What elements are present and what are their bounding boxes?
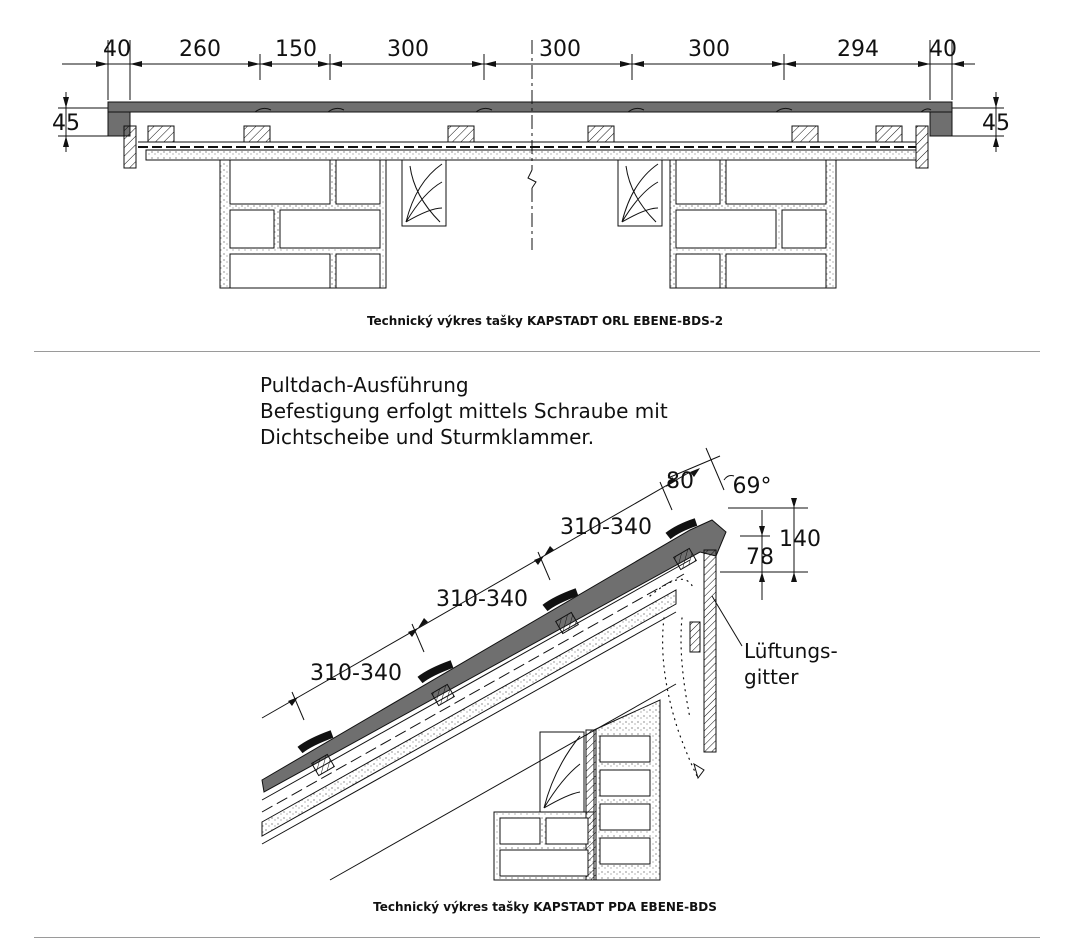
note-line-2: Befestigung erfolgt mittels Schraube mit: [260, 399, 668, 423]
dim-left-label: 45: [52, 111, 80, 136]
roof-tiles: [261, 518, 727, 793]
vent-leader-line: [711, 595, 743, 647]
angle-arc-icon: [723, 475, 735, 481]
dim-spacing-label-3: 310-340: [560, 515, 652, 540]
figure1-drawing: 40 260 150 300 300 300 294 40 45 45: [52, 37, 1010, 289]
dim-label: 300: [539, 37, 581, 62]
figure1-caption: Technický výkres tašky KAPSTADT ORL EBEN…: [366, 314, 724, 328]
note-line-3: Dichtscheibe und Sturmklammer.: [260, 425, 594, 449]
figure2-drawing: Pultdach-Ausführung Befestigung erfolgt …: [260, 373, 838, 881]
dimension-left-45: [58, 92, 108, 152]
dimension-140-78: [720, 498, 808, 600]
dim-78-label: 78: [746, 545, 774, 570]
dim-label: 300: [688, 37, 730, 62]
dim-140-label: 140: [779, 527, 821, 552]
tile-layer: [107, 101, 953, 137]
membrane-layers: [138, 141, 917, 161]
divider: [34, 351, 1040, 352]
dim-label: 150: [275, 37, 317, 62]
dim-label: 294: [837, 37, 879, 62]
airflow-arrow-icon: [693, 762, 705, 780]
dim-label: 300: [387, 37, 429, 62]
masonry-left: [219, 159, 387, 289]
masonry-right: [669, 159, 837, 289]
roof-battens: [311, 547, 697, 777]
dim-spacing-label-1: 310-340: [310, 661, 402, 686]
dim-label: 260: [179, 37, 221, 62]
rafters: [401, 159, 663, 227]
dimension-80: [667, 447, 725, 491]
dim-right-label: 45: [982, 111, 1010, 136]
eaves-masonry: [493, 699, 661, 881]
vent-label-line-2: gitter: [744, 665, 799, 689]
angle-label: 69°: [733, 474, 772, 499]
vent-label-line-1: Lüftungs-: [744, 639, 838, 663]
dimension-chain-top: [62, 40, 975, 100]
dim-spacing-label-2: 310-340: [436, 587, 528, 612]
ventilation-path: [649, 578, 699, 779]
ridge-board: [689, 549, 717, 753]
roof-substructure: [261, 559, 691, 881]
dimension-right-45: [952, 92, 1004, 152]
divider: [34, 937, 1040, 938]
center-axis: [527, 40, 537, 250]
figure2-caption: Technický výkres tašky KAPSTADT PDA EBEN…: [373, 900, 717, 914]
dim-80-label: 80: [666, 469, 694, 494]
dim-label: 40: [929, 37, 957, 62]
dim-label: 40: [103, 37, 131, 62]
dimension-slope: [261, 471, 691, 721]
note-line-1: Pultdach-Ausführung: [260, 373, 469, 397]
